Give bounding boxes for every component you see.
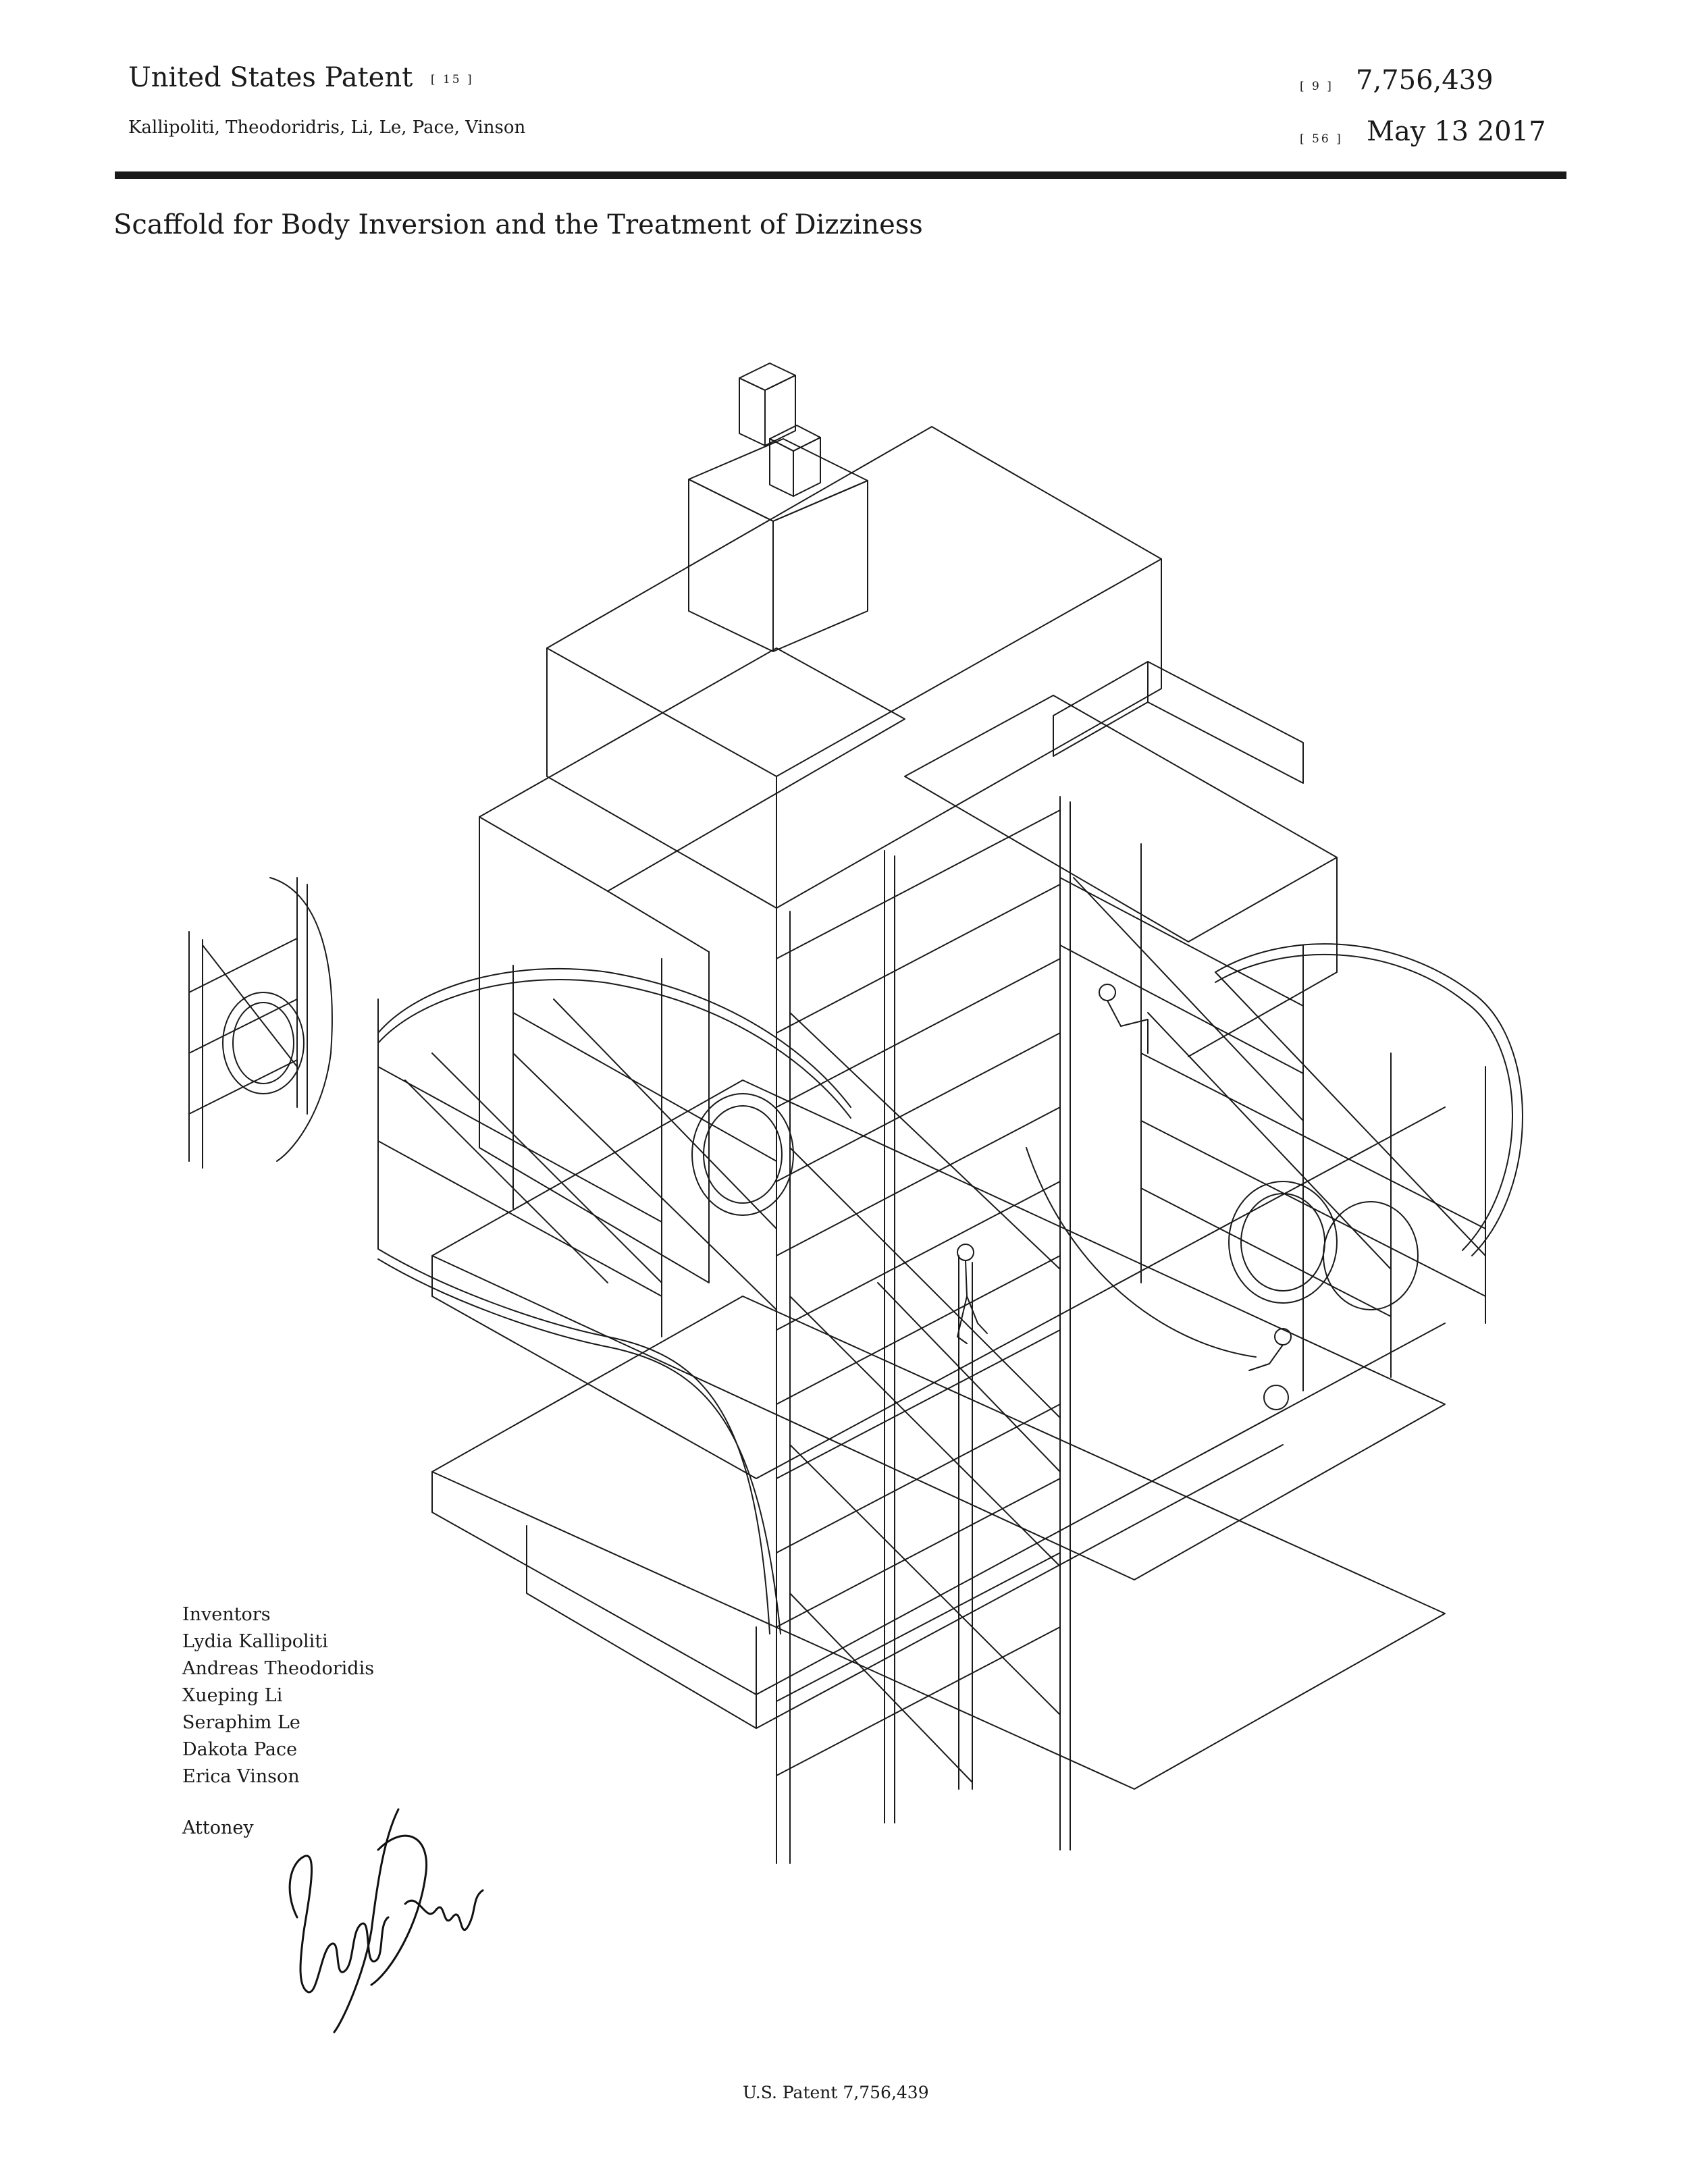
scaffold-braces [203,878,1485,1782]
top-box [689,439,868,651]
office-code: [ 15 ] [430,73,474,86]
scaffold-horizontals [189,810,1485,1776]
inventors-block: Inventors Lydia Kallipoliti Andreas Theo… [182,1601,374,1790]
patent-office-text: United States Patent [128,62,413,93]
page-footer: U.S. Patent 7,756,439 [743,2083,929,2102]
chimney-block [739,363,820,496]
scaffold-posts [189,797,1485,1863]
inventor-name: Xueping Li [182,1685,283,1706]
inventor-name: Andreas Theodoridis [182,1658,375,1679]
inventor-name: Seraphim Le [182,1712,300,1733]
curved-tubes [270,878,1523,1634]
inventors-short: Kallipoliti, Theodoridris, Li, Le, Pace,… [128,117,526,138]
patent-date: May 13 2017 [1367,116,1546,147]
attorney-label: Attoney [182,1817,254,1838]
inventor-name: Erica Vinson [182,1766,300,1787]
human-figures [957,984,1291,1410]
header-rule [115,171,1566,179]
inventors-label: Inventors [182,1604,271,1625]
date-code: [ 56 ] [1300,132,1343,146]
scaffold-drawing [176,351,1539,1890]
upper-mass [547,427,1303,908]
gyroscope-rings [223,992,1418,1310]
inventor-name: Lydia Kallipoliti [182,1631,328,1652]
patent-title: Scaffold for Body Inversion and the Trea… [113,209,923,240]
attorney-signature [270,1796,493,2046]
patent-number: 7,756,439 [1356,65,1494,96]
patent-office-heading: United States Patent [ 15 ] [128,62,474,93]
inventor-name: Dakota Pace [182,1739,298,1760]
lower-slabs [432,1080,1445,1789]
middle-mass [479,648,1337,1283]
number-code: [ 9 ] [1300,80,1334,93]
